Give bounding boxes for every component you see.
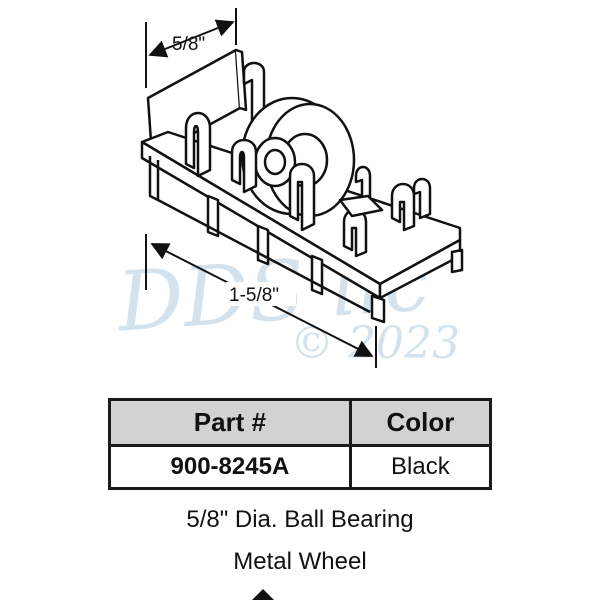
caption-line-2: Metal Wheel xyxy=(233,548,367,575)
part-spec-table: Part # Color 900-8245A Black xyxy=(108,398,493,490)
length-dimension: 1-5/8" xyxy=(145,234,377,368)
color-header: Color xyxy=(348,398,493,447)
table-row: 900-8245A Black xyxy=(108,444,493,490)
width-dimension-label: 5/8" xyxy=(172,34,205,55)
part-number-cell: 900-8245A xyxy=(108,444,352,490)
table-header-row: Part # Color xyxy=(108,398,493,447)
roller-assembly-drawing: DDS llc © 2023 5/8" 1-5/8" xyxy=(112,8,464,369)
watermark-copyright: © 2023 xyxy=(290,318,460,369)
cut-off-triangle-icon xyxy=(252,589,274,600)
color-cell: Black xyxy=(348,444,493,490)
part-number-header: Part # xyxy=(108,398,352,447)
roller-housing xyxy=(140,48,464,324)
caption-line-1: 5/8" Dia. Ball Bearing xyxy=(186,506,414,533)
width-dimension: 5/8" xyxy=(145,8,237,88)
length-dimension-label: 1-5/8" xyxy=(229,285,279,306)
